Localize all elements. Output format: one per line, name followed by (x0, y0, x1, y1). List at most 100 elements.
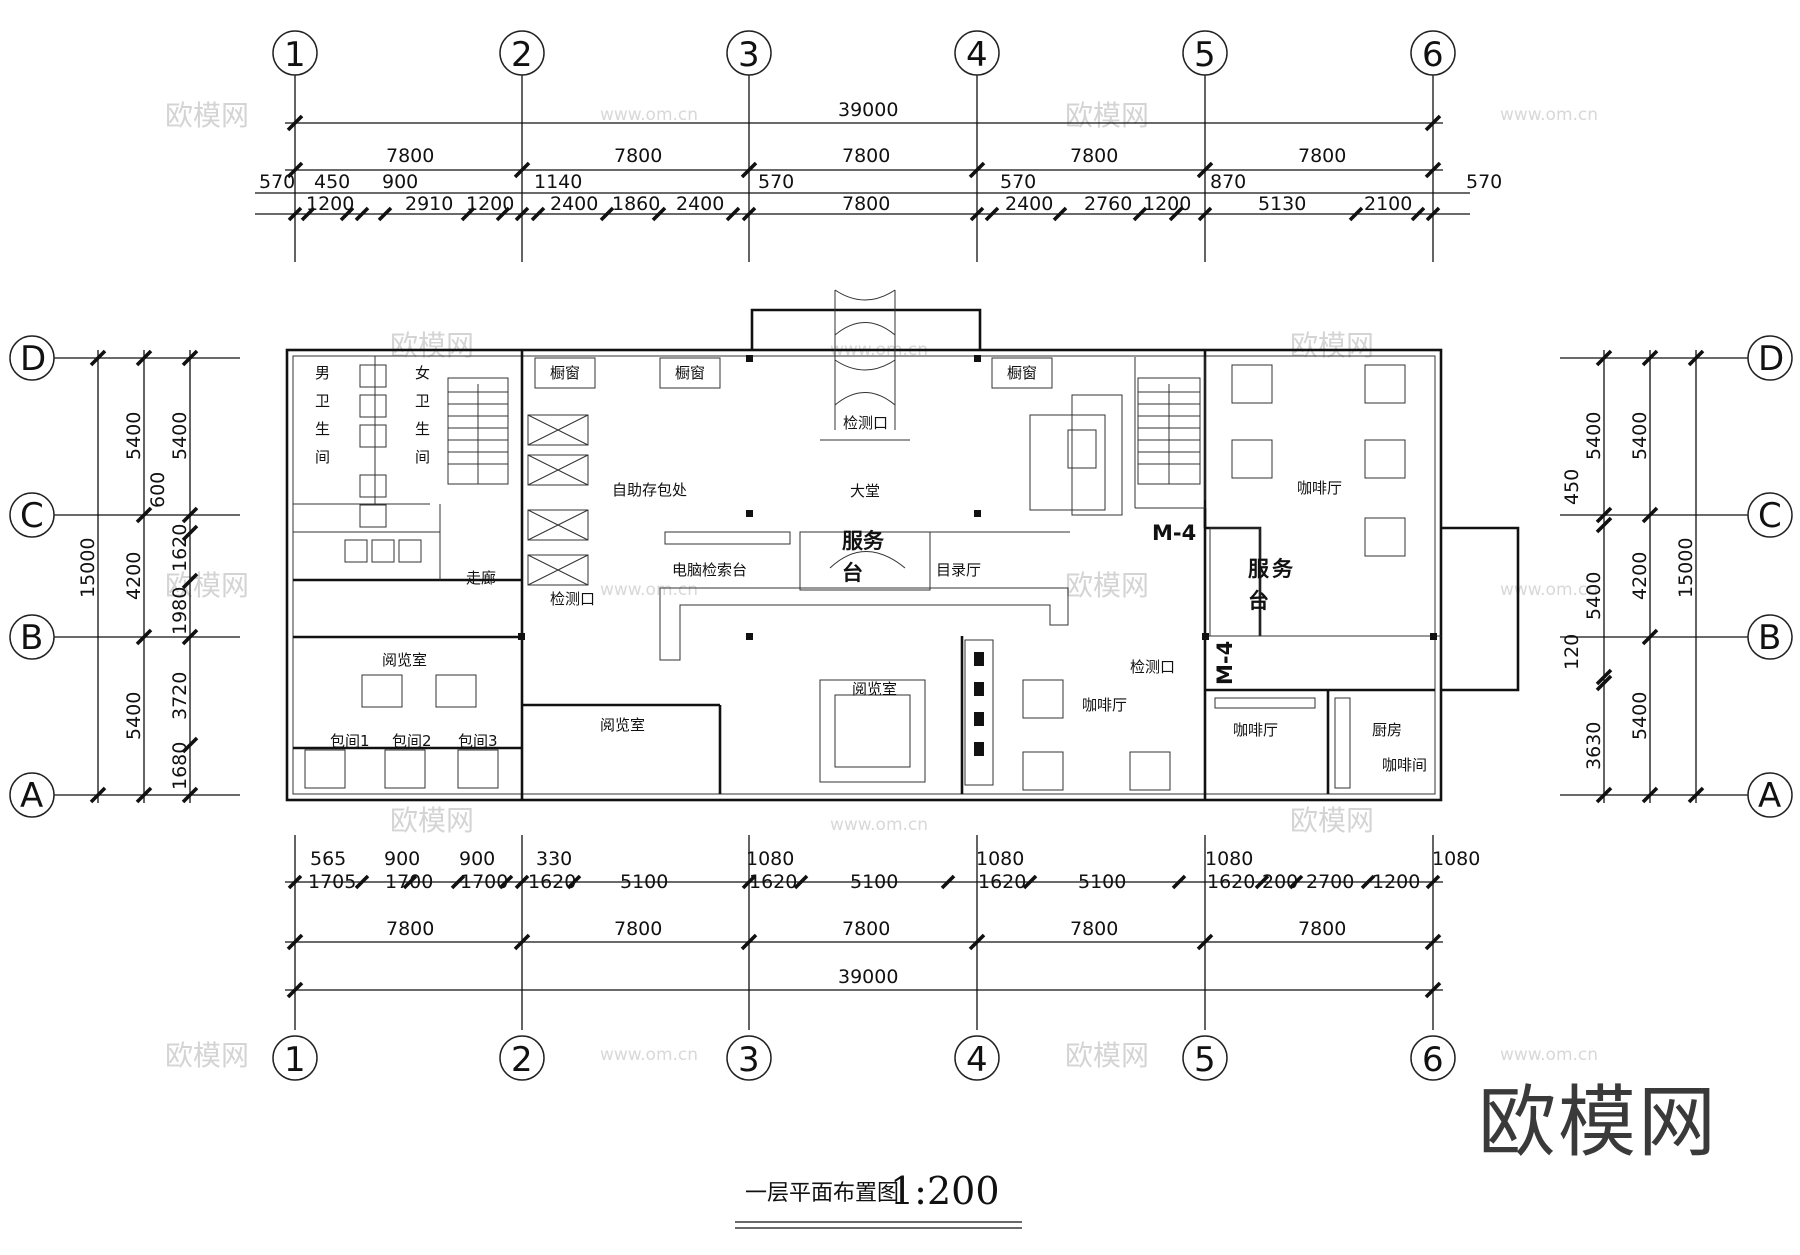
watermark: 欧模网 (1065, 99, 1149, 132)
watermark: 欧模网 (390, 329, 474, 362)
dim-sub: 1200 (1372, 871, 1420, 893)
watermark-url: www.om.cn (1500, 1045, 1598, 1065)
dim-sub: 1080 (1432, 848, 1480, 870)
dim-sub: 2700 (1306, 871, 1354, 893)
watermark-url: www.om.cn (600, 105, 698, 125)
dim-sub: 1080 (746, 848, 794, 870)
watermark: 欧模网 (1065, 1039, 1149, 1072)
label-door-m4-1: M-4 (1152, 521, 1196, 545)
dim-sub: 1080 (976, 848, 1024, 870)
dim-sub: 1700 (460, 871, 508, 893)
dim-sub: 5100 (1078, 871, 1126, 893)
dim-bay: 7800 (1298, 918, 1346, 940)
label-reading-room-2: 阅览室 (600, 716, 645, 734)
label-check-right: 检测口 (1130, 658, 1175, 676)
axis-label-c: C (1758, 496, 1782, 536)
drawing-scale-text: 1:200 (890, 1169, 1000, 1213)
label-womens-toilet-2: 卫 (415, 392, 430, 410)
label-service-desk-2c: 台 (1248, 589, 1269, 613)
axis-label-3: 3 (738, 35, 760, 75)
dim-sub: 2910 (405, 193, 453, 215)
grid-lines-horizontal (45, 357, 1755, 796)
label-service-desk-1b: 台 (842, 561, 863, 585)
watermark-url: www.om.cn (1500, 580, 1598, 600)
dim-bay: 7800 (614, 918, 662, 940)
dim-bay: 5400 (1629, 412, 1651, 460)
dim-sub: 7800 (842, 193, 890, 215)
dim-sub: 570 (1000, 171, 1036, 193)
dim-bay: 5400 (123, 692, 145, 740)
label-womens-toilet-3: 生 (415, 420, 430, 438)
dim-sub: 2400 (550, 193, 598, 215)
room-labels: 男 卫 生 间 女 卫 生 间 走廊 检测口 阅览室 包间1 包间2 包间3 阅… (315, 364, 1427, 774)
building-walls (285, 308, 1520, 802)
dim-sub: 2760 (1084, 193, 1132, 215)
dim-sub: 565 (310, 848, 346, 870)
watermark: 欧模网 (1065, 569, 1149, 602)
reading-lounge (819, 679, 926, 783)
dim-bay: 7800 (1298, 145, 1346, 167)
watermark-url: www.om.cn (1500, 105, 1598, 125)
dim-bay: 7800 (842, 918, 890, 940)
label-cafe-3: 咖啡厅 (1233, 721, 1278, 739)
dim-sub: 3720 (169, 672, 191, 720)
watermark: 欧模网 (1290, 329, 1374, 362)
dim-sub: 600 (147, 472, 169, 508)
dim-sub: 570 (259, 171, 295, 193)
watermark: 欧模网 (165, 569, 249, 602)
bookshelf (964, 639, 994, 786)
axis-label-1: 1 (284, 35, 306, 75)
dim-sub: 2400 (676, 193, 724, 215)
axis-bubbles-bottom: 1 2 3 4 5 6 (272, 1035, 1456, 1081)
dim-sub: 2400 (1005, 193, 1053, 215)
axis-label-2: 2 (511, 35, 533, 75)
dim-total-right: 15000 (1675, 538, 1697, 598)
axis-label-d: D (20, 339, 46, 379)
watermark: 欧模网 (165, 1039, 249, 1072)
dim-bay: 5400 (1629, 692, 1651, 740)
label-mens-toilet-1: 男 (315, 364, 330, 382)
dim-sub: 570 (1466, 171, 1502, 193)
dim-sub: 870 (1210, 171, 1246, 193)
dim-bay: 4200 (1629, 552, 1651, 600)
dim-total-bottom: 39000 (838, 966, 898, 988)
dim-sub: 120 (1561, 634, 1583, 670)
dim-bay: 7800 (842, 145, 890, 167)
label-coffee-room: 咖啡间 (1382, 756, 1427, 774)
label-womens-toilet-4: 间 (415, 448, 430, 466)
axis-label-b: B (1758, 618, 1781, 658)
dim-sub: 5400 (1583, 412, 1605, 460)
dim-sub: 1140 (534, 171, 582, 193)
watermark: 欧模网 (165, 99, 249, 132)
brand-watermark: 欧模网 (1478, 1078, 1719, 1168)
label-service-desk-2a: 服 (1248, 557, 1270, 581)
label-reading-room-3: 阅览室 (852, 680, 897, 698)
display-windows (534, 357, 1053, 389)
dim-sub: 1680 (169, 742, 191, 790)
axis-label-6: 6 (1422, 1040, 1444, 1080)
top-dimensions: 39000 7800 7800 7800 7800 7800 570 450 9… (255, 99, 1502, 222)
drawing-title: 一层平面布置图 1:200 (735, 1169, 1022, 1229)
dim-sub: 450 (1561, 469, 1583, 505)
dim-sub: 5400 (1583, 572, 1605, 620)
dim-sub: 1620 (749, 871, 797, 893)
label-check-entrance: 检测口 (843, 414, 888, 432)
dim-sub: 1200 (466, 193, 514, 215)
label-kitchen: 厨房 (1372, 721, 1402, 739)
axis-bubbles-top: 1 2 3 4 5 6 (272, 30, 1456, 76)
dim-sub: 1620 (1207, 871, 1255, 893)
dim-sub: 5100 (620, 871, 668, 893)
stair-left (447, 377, 509, 485)
dim-sub: 900 (384, 848, 420, 870)
label-check-left: 检测口 (550, 590, 595, 608)
dim-sub: 5100 (850, 871, 898, 893)
dim-sub: 1620 (978, 871, 1026, 893)
columns (518, 355, 1437, 640)
dim-bay: 7800 (614, 145, 662, 167)
dim-sub: 3630 (1583, 722, 1605, 770)
label-catalog-hall: 目录厅 (936, 561, 981, 579)
dim-bay: 7800 (1070, 918, 1118, 940)
axis-label-b: B (20, 618, 43, 658)
drawing-title-text: 一层平面布置图 (745, 1181, 899, 1206)
toilets (344, 364, 422, 563)
